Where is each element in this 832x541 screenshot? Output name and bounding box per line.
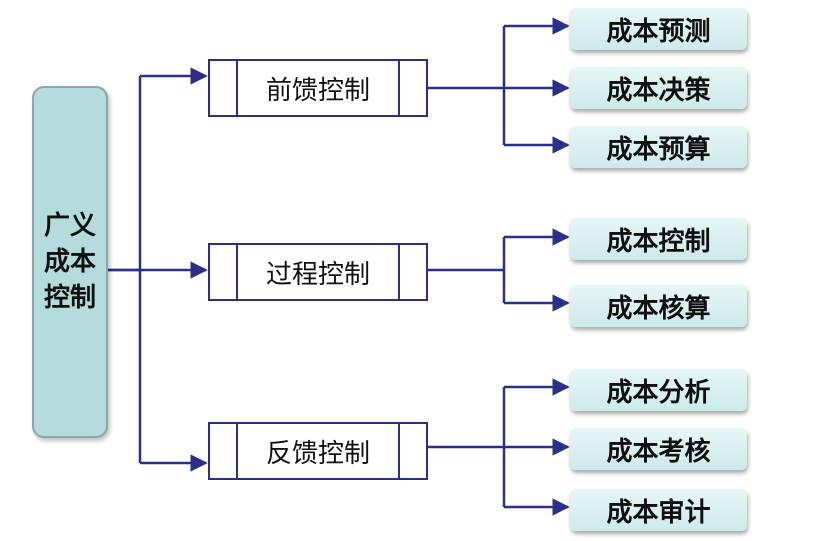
process-node-feedforward: 前馈控制 xyxy=(208,59,428,117)
leaf-node: 成本决策 xyxy=(570,67,747,109)
leaf-label: 成本预测 xyxy=(606,16,711,47)
leaf-label: 成本考核 xyxy=(606,436,711,467)
process-label: 前馈控制 xyxy=(265,75,370,106)
leaf-node: 成本分析 xyxy=(570,369,747,411)
root-label: 广义成本控制 xyxy=(43,211,96,313)
process-label: 过程控制 xyxy=(265,259,370,290)
leaf-label: 成本预算 xyxy=(606,134,711,165)
leaf-node: 成本控制 xyxy=(570,218,747,260)
leaf-node: 成本预测 xyxy=(570,8,747,50)
leaf-label: 成本核算 xyxy=(606,293,711,324)
leaf-node: 成本考核 xyxy=(570,428,747,470)
leaf-label: 成本决策 xyxy=(606,75,711,106)
leaf-node: 成本核算 xyxy=(570,285,747,327)
process-node-feedback: 反馈控制 xyxy=(208,422,428,480)
leaf-label: 成本控制 xyxy=(606,226,711,257)
process-node-in-process: 过程控制 xyxy=(208,243,428,301)
process-label: 反馈控制 xyxy=(265,438,370,469)
leaf-node: 成本审计 xyxy=(570,489,747,531)
leaf-label: 成本分析 xyxy=(606,377,711,408)
root-node: 广义成本控制 xyxy=(32,86,108,438)
leaf-node: 成本预算 xyxy=(570,126,747,168)
leaf-label: 成本审计 xyxy=(606,497,711,528)
